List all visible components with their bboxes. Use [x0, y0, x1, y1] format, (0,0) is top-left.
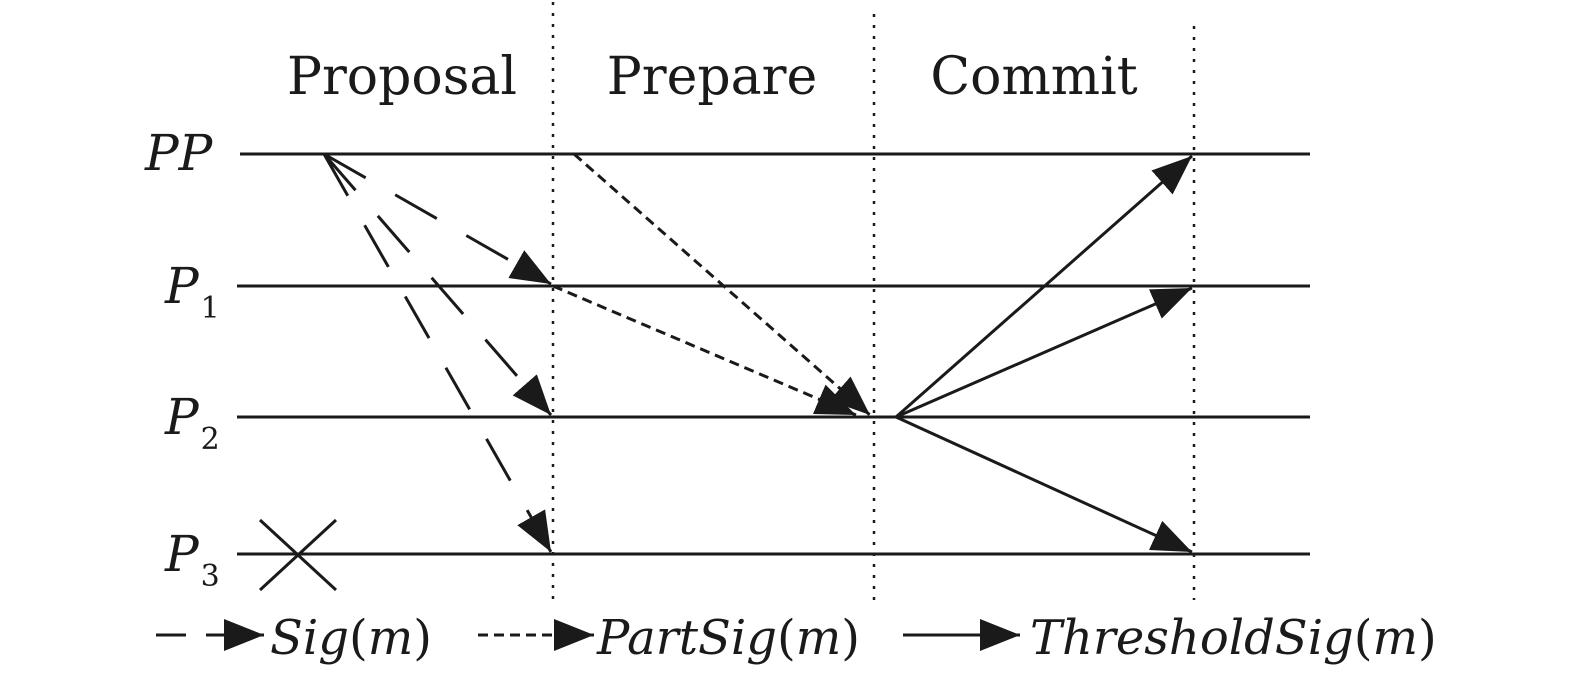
phase-label-proposal: Proposal [287, 47, 517, 107]
process-label-p3: P3 [164, 525, 220, 594]
phase-label-prepare: Prepare [607, 47, 818, 107]
sig-message-pp-to-p1 [323, 152, 552, 286]
legend-thresholdsig-label: ThresholdSig(m) [1030, 610, 1437, 666]
sig-message-pp-to-p3 [322, 153, 553, 553]
phase-label-commit: Commit [930, 47, 1137, 107]
thresholdsig-message-p2-to-p3 [895, 415, 1193, 554]
legend-sig-label: Sig(m) [270, 610, 432, 666]
partsig-message-p1-to-p2 [552, 284, 857, 417]
partsig-message-pp-to-p2 [573, 152, 871, 417]
process-label-p2: P2 [164, 388, 220, 457]
process-label-pp: PP [144, 124, 214, 182]
thresholdsig-message-p2-to-pp [895, 154, 1193, 419]
crash-marker-icon [258, 518, 338, 592]
legend: Sig(m) PartSig(m) ThresholdSig(m) [156, 610, 1437, 666]
legend-partsig-label: PartSig(m) [596, 610, 860, 666]
sig-message-pp-to-p2 [322, 153, 553, 416]
thresholdsig-message-p2-to-p1 [895, 286, 1193, 419]
process-label-p1: P1 [164, 257, 220, 326]
